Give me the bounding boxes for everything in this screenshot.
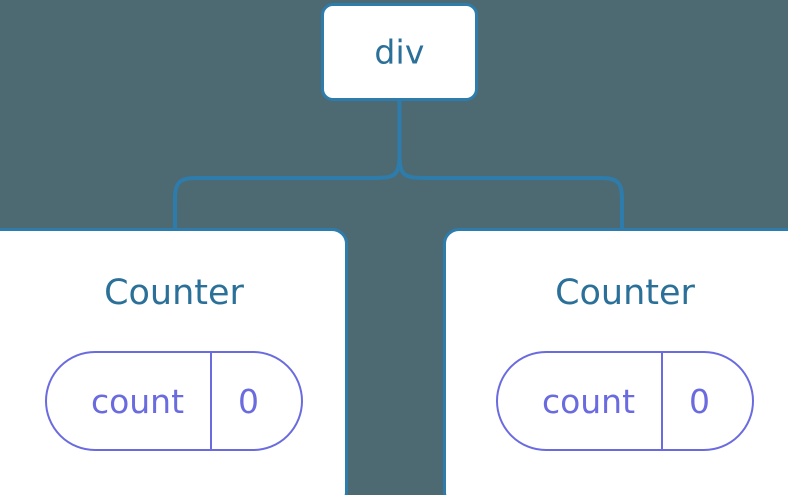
counter-right-state-divider	[661, 353, 664, 449]
connector-branch-right	[397, 151, 624, 230]
counter-node-right[interactable]: Counter count 0	[443, 228, 788, 495]
counter-node-left[interactable]: Counter count 0	[0, 228, 348, 495]
counter-left-state-pill[interactable]: count 0	[44, 351, 304, 451]
div-node-label: div	[374, 32, 425, 72]
div-node[interactable]: div	[321, 3, 478, 101]
counter-node-left-title: Counter	[104, 273, 244, 313]
counter-left-state-key: count	[90, 381, 185, 421]
counter-right-state-key: count	[541, 381, 636, 421]
counter-right-state-pill[interactable]: count 0	[495, 351, 755, 451]
counter-right-state-value: 0	[689, 381, 711, 421]
counter-node-right-title: Counter	[555, 273, 695, 313]
connector-branch-left	[173, 151, 402, 230]
counter-left-state-divider	[210, 353, 213, 449]
counter-right-state-wrapper: count 0	[446, 351, 788, 451]
counter-left-state-value: 0	[238, 381, 260, 421]
counter-left-state-wrapper: count 0	[0, 351, 345, 451]
